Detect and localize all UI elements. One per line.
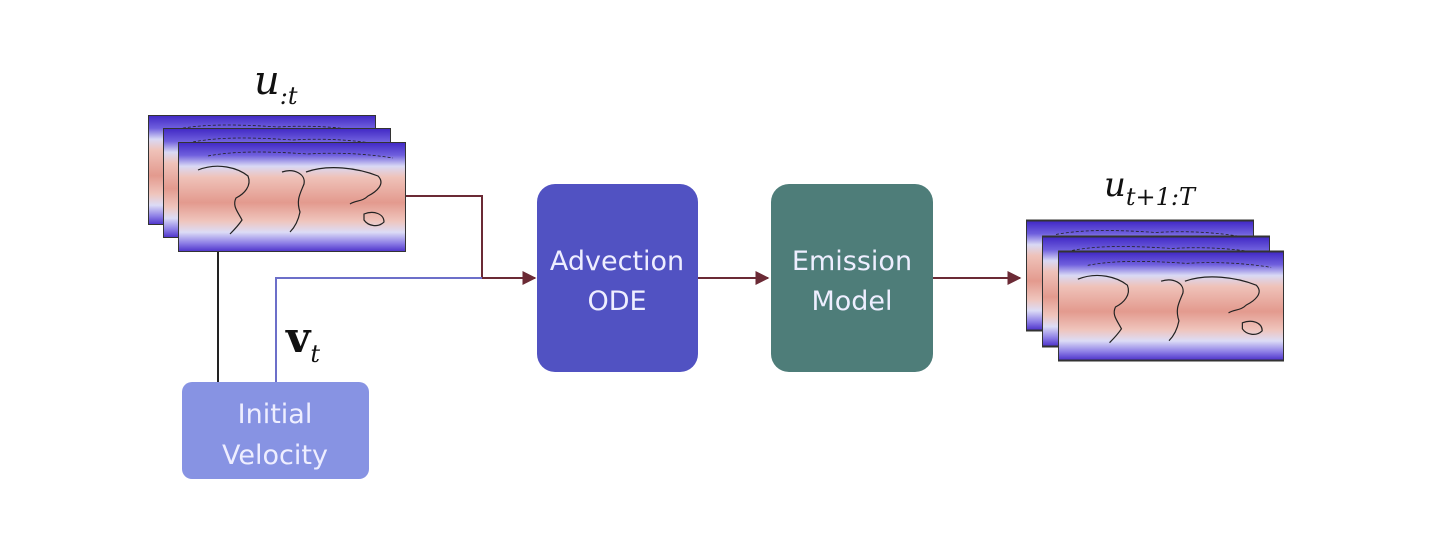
emission-model-label-line2: Model bbox=[811, 286, 892, 317]
weather-map-icon bbox=[1058, 250, 1284, 362]
weather-map-icon bbox=[178, 142, 406, 252]
advection-ode-label-line2: ODE bbox=[587, 286, 646, 317]
initial-velocity-node: Initial Velocity bbox=[182, 382, 369, 479]
input-frames-stack bbox=[148, 115, 406, 252]
emission-model-label-line1: Emission bbox=[792, 246, 912, 277]
initial-velocity-label-line2: Velocity bbox=[222, 440, 328, 471]
input-to-advection-arrow bbox=[405, 195, 537, 285]
velocity-symbol: vt bbox=[285, 313, 320, 368]
initial-velocity-label-line1: Initial bbox=[238, 399, 313, 430]
connectors bbox=[217, 195, 1022, 382]
advection-ode-label-line1: Advection bbox=[550, 246, 684, 277]
emission-model-node: Emission Model bbox=[771, 184, 933, 372]
output-frames-label: ut+1:T bbox=[1104, 165, 1197, 211]
output-frames-stack bbox=[1026, 219, 1284, 362]
velocity-to-advection-line bbox=[275, 277, 482, 382]
advection-ode-node: Advection ODE bbox=[537, 184, 698, 372]
input-frames-label: u:t bbox=[254, 58, 298, 110]
